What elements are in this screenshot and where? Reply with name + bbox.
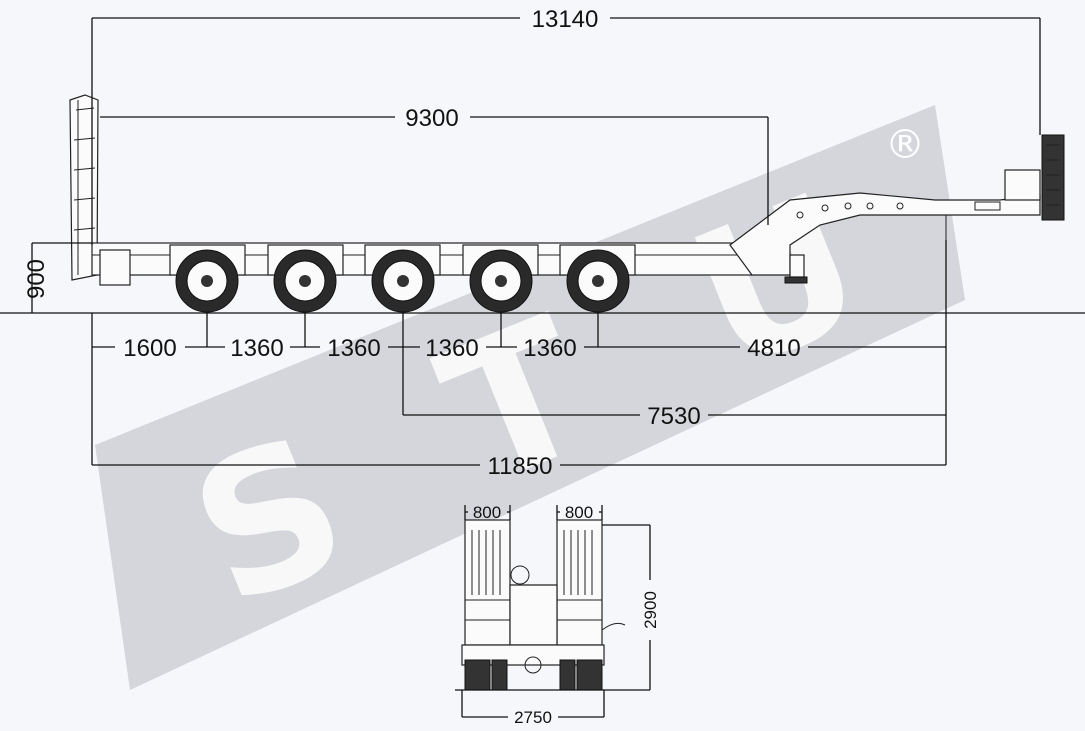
dim-deck-length: 9300 (100, 105, 769, 225)
rear-wheel-left-inner (491, 659, 508, 691)
rear-wheel-left (464, 659, 491, 691)
dim-label-axle-gap-1: 1600 (123, 335, 176, 362)
dim-ramp-height: 2900 (602, 524, 660, 691)
dim-label-rear-to-kingpin: 11850 (488, 453, 553, 480)
rear-ramp (69, 94, 99, 281)
dim-label-ramp-width-right: 800 (565, 503, 593, 522)
dim-label-axle-gap-5: 1360 (523, 335, 576, 362)
trademark-symbol: ® (885, 122, 925, 168)
wheel-4 (462, 244, 539, 313)
dim-deck-height: 900 (23, 242, 92, 313)
gooseneck (729, 169, 1041, 284)
dim-label-overall-width: 2750 (514, 708, 552, 727)
wheel-5 (559, 244, 636, 313)
dim-overall-width: 2750 (461, 690, 605, 727)
dim-label-ramp-width-left: 800 (473, 503, 501, 522)
side-view: 13140 9300 900 (0, 6, 1085, 480)
dim-axle-spacing: 1600 1360 1360 1360 1360 4810 (91, 240, 947, 465)
dim-ramp-width-right: 800 (556, 503, 603, 522)
dim-overall-length: 13140 (91, 6, 1041, 245)
dim-label-overall-length: 13140 (532, 6, 599, 33)
dim-label-axle-to-kingpin: 4810 (747, 335, 800, 362)
dim-label-axle-gap-2: 1360 (230, 335, 283, 362)
wheel-2 (267, 244, 344, 313)
front-neck (1041, 134, 1065, 221)
rear-wheel-right-inner (559, 659, 576, 691)
dim-label-axle3-to-kingpin: 7530 (647, 403, 700, 430)
dim-ramp-width-left: 800 (464, 503, 511, 522)
wheel-3 (364, 244, 441, 313)
dim-label-axle-gap-3: 1360 (327, 335, 380, 362)
dim-label-deck-height: 900 (23, 259, 50, 299)
dim-rear-to-kingpin: 11850 (92, 453, 946, 480)
rear-ramp-right (556, 519, 603, 646)
dim-label-axle-gap-4: 1360 (425, 335, 478, 362)
hydraulic-hose (601, 622, 626, 631)
wheel-1 (169, 244, 246, 313)
rear-view: 800 800 2900 2750 (455, 503, 660, 727)
wheel-group (169, 244, 636, 313)
dim-label-ramp-height: 2900 (641, 591, 660, 629)
rear-wheel-right (576, 659, 603, 691)
dim-axle3-to-kingpin: 7530 (403, 403, 946, 430)
rear-center-frame (509, 584, 558, 646)
dim-label-deck-length: 9300 (405, 105, 458, 132)
rear-ramp-left (464, 519, 511, 646)
